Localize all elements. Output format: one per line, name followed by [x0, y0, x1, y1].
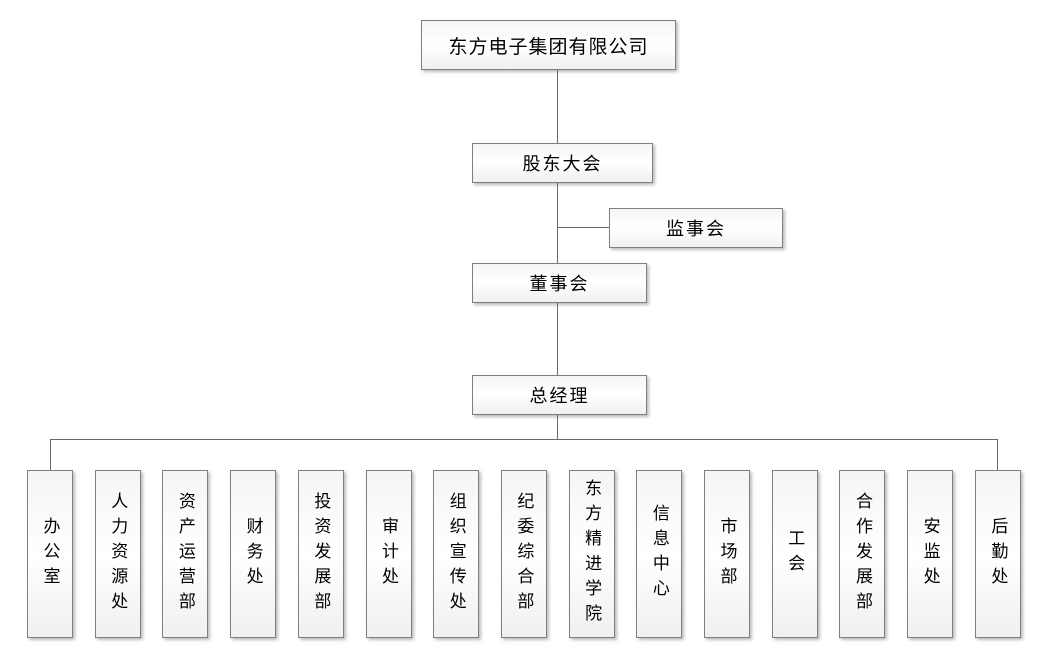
department-row: 办公室 人力资源处 资产运营部 财务处 投资发展部 审计处 组织宣传处 纪委综合…	[27, 470, 1021, 638]
department-label: 人力资源处	[108, 491, 128, 617]
connector-directors-gm	[557, 303, 558, 375]
node-directors-label: 董事会	[529, 274, 590, 294]
department-label: 后勤处	[988, 516, 1008, 592]
department-box-human-resources: 人力资源处	[94, 470, 141, 638]
department-box-organization-publicity: 组织宣传处	[433, 470, 480, 638]
department-box-audit: 审计处	[365, 470, 412, 638]
node-supervisors-label: 监事会	[666, 219, 726, 239]
connector-gm-bus	[557, 415, 558, 439]
department-label: 财务处	[243, 516, 263, 592]
department-box-discipline-committee: 纪委综合部	[500, 470, 547, 638]
department-label: 投资发展部	[311, 491, 331, 617]
connector-bus-horizontal	[50, 439, 998, 440]
department-box-labor-union: 工会	[771, 470, 818, 638]
department-box-cooperation-development: 合作发展部	[839, 470, 886, 638]
department-label: 资产运营部	[175, 491, 195, 617]
node-shareholders: 股东大会	[472, 143, 653, 183]
node-general-manager-label: 总经理	[529, 386, 590, 406]
department-box-finance: 财务处	[230, 470, 277, 638]
department-label: 审计处	[379, 516, 399, 592]
department-box-office: 办公室	[27, 470, 73, 638]
department-box-jingjin-academy: 东方精进学院	[568, 470, 615, 638]
node-general-manager: 总经理	[472, 375, 647, 415]
department-box-information-center: 信息中心	[636, 470, 683, 638]
department-box-logistics: 后勤处	[974, 470, 1021, 638]
department-label: 信息中心	[649, 504, 669, 604]
department-label: 安监处	[920, 516, 940, 592]
department-box-safety-supervision: 安监处	[907, 470, 954, 638]
node-supervisors: 监事会	[609, 208, 783, 248]
node-directors: 董事会	[472, 263, 647, 303]
connector-shareholders-directors	[557, 183, 558, 263]
department-label: 东方精进学院	[582, 479, 602, 629]
connector-branch-supervisors	[557, 227, 609, 228]
department-label: 组织宣传处	[446, 491, 466, 617]
department-label: 合作发展部	[852, 491, 872, 617]
node-company: 东方电子集团有限公司	[421, 20, 676, 70]
node-company-label: 东方电子集团有限公司	[448, 36, 649, 58]
department-label: 市场部	[717, 516, 737, 592]
connector-bus-left-drop	[50, 439, 51, 470]
department-label: 纪委综合部	[514, 491, 534, 617]
department-box-marketing: 市场部	[704, 470, 751, 638]
department-box-investment-development: 投资发展部	[297, 470, 344, 638]
department-label: 办公室	[40, 516, 60, 592]
department-box-asset-operations: 资产运营部	[162, 470, 209, 638]
department-label: 工会	[785, 529, 805, 579]
connector-company-shareholders	[557, 70, 558, 143]
connector-bus-right-drop	[997, 439, 998, 470]
node-shareholders-label: 股东大会	[522, 154, 603, 174]
